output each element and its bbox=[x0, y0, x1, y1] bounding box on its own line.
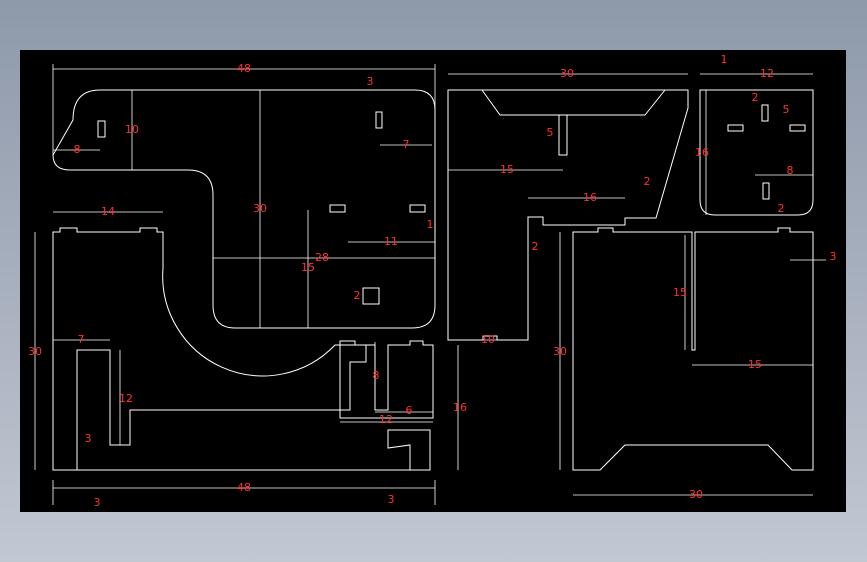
dim-15-big-h: 15 bbox=[748, 358, 762, 371]
dim-11: 11 bbox=[384, 235, 398, 248]
cad-viewport[interactable]: 48 3 10 8 7 30 11 1 28 15 2 14 30 7 12 3… bbox=[20, 50, 846, 512]
dim-8-small: 8 bbox=[373, 369, 380, 382]
part-hook-outline bbox=[52, 89, 436, 329]
dim-2-left-step: 2 bbox=[532, 240, 539, 253]
dim-30-left: 30 bbox=[28, 345, 42, 358]
dim-12-left: 12 bbox=[119, 392, 133, 405]
dim-8-right: 8 bbox=[787, 164, 794, 177]
cad-drawing: 48 3 10 8 7 30 11 1 28 15 2 14 30 7 12 3… bbox=[28, 53, 837, 509]
dim-5-mid: 5 bbox=[547, 126, 554, 139]
dim-2-step: 2 bbox=[644, 175, 651, 188]
part-hook-slot-bottom bbox=[362, 287, 380, 305]
part-small-bracket bbox=[339, 340, 434, 419]
dim-3-bottom-left: 3 bbox=[94, 496, 101, 509]
part-center-tall bbox=[447, 89, 689, 341]
dim-5-right: 5 bbox=[783, 103, 790, 116]
part-c-outline bbox=[52, 227, 431, 471]
part-hook-tab-b bbox=[409, 204, 426, 213]
dim-12-right: 12 bbox=[760, 67, 774, 80]
dim-30-center: 30 bbox=[253, 202, 267, 215]
part-hook-slot-left bbox=[97, 120, 106, 138]
dim-14: 14 bbox=[101, 205, 115, 218]
dim-2-right-a: 2 bbox=[752, 91, 759, 104]
dim-30-big-left: 30 bbox=[553, 345, 567, 358]
part-hook-tab-a bbox=[329, 204, 346, 213]
dim-6: 6 bbox=[406, 404, 413, 417]
dimension-lines bbox=[34, 64, 826, 505]
part-center-slot bbox=[558, 114, 568, 156]
dim-15-mid: 15 bbox=[500, 163, 514, 176]
dim-16-step: 16 bbox=[583, 191, 597, 204]
dim-48-top: 48 bbox=[237, 62, 251, 75]
dim-16-right: 16 bbox=[695, 146, 709, 159]
dim-10-base: 10 bbox=[481, 333, 495, 346]
part-right-top-tab-a bbox=[727, 124, 744, 132]
dimension-labels: 48 3 10 8 7 30 11 1 28 15 2 14 30 7 12 3… bbox=[28, 53, 837, 509]
dim-48-bottom: 48 bbox=[237, 481, 251, 494]
dim-28: 28 bbox=[315, 251, 329, 264]
dim-3-notch: 3 bbox=[85, 432, 92, 445]
dim-30-top-mid: 30 bbox=[560, 67, 574, 80]
dim-12-mid: 12 bbox=[379, 413, 393, 426]
dim-15-left: 15 bbox=[301, 261, 315, 274]
dim-16-mid: 16 bbox=[453, 401, 467, 414]
dim-8-left: 8 bbox=[74, 143, 81, 156]
dim-1-mid: 1 bbox=[427, 218, 434, 231]
part-right-top-slot-b bbox=[762, 182, 770, 200]
part-right-top-tab-b bbox=[789, 124, 806, 132]
dim-10: 10 bbox=[125, 123, 139, 136]
dim-30-big-bottom: 30 bbox=[689, 488, 703, 501]
dim-3-bottom-right: 3 bbox=[388, 493, 395, 506]
dim-1-right: 1 bbox=[721, 53, 728, 66]
part-right-big bbox=[572, 227, 814, 471]
dim-7-upper: 7 bbox=[403, 138, 410, 151]
dim-2-right-b: 2 bbox=[778, 202, 785, 215]
dim-7-lower: 7 bbox=[78, 333, 85, 346]
part-right-top-slot-a bbox=[761, 104, 769, 122]
dim-2-slot: 2 bbox=[354, 289, 361, 302]
part-center-notch bbox=[481, 89, 666, 116]
part-right-top bbox=[699, 89, 814, 216]
dim-15-big-inner: 15 bbox=[673, 286, 687, 299]
dim-3-right: 3 bbox=[830, 250, 837, 263]
part-hook-slot-right bbox=[375, 111, 383, 129]
dim-3-top: 3 bbox=[367, 75, 374, 88]
